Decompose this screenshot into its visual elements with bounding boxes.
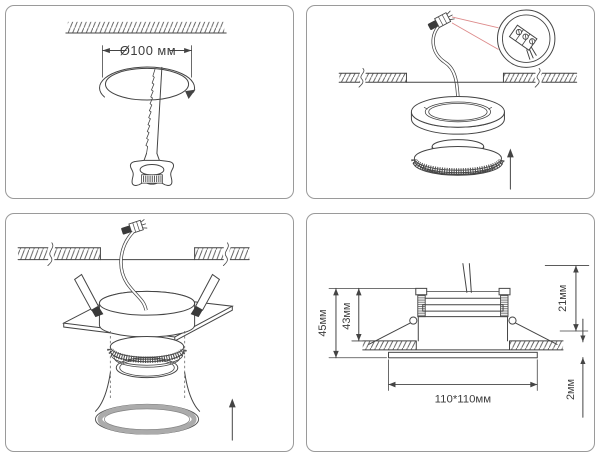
dimension-2mm: 2мм — [565, 318, 586, 418]
mounting-ring — [410, 96, 505, 135]
cutout-size-label: 110*110мм — [435, 393, 492, 405]
supply-wire — [431, 21, 460, 98]
break-mark-right — [534, 67, 541, 88]
step3-illustration — [17, 219, 250, 441]
rotate-arrow-icon — [99, 66, 196, 100]
dimension-45mm: 45мм — [317, 287, 387, 359]
spring-clip-left — [73, 273, 104, 318]
threaded-post-left — [417, 294, 426, 318]
hole-diameter-label: Ø100 мм — [120, 43, 176, 58]
panel-step-3-insert-body — [5, 213, 294, 452]
supply-wire — [462, 263, 472, 293]
driver-box — [98, 290, 196, 338]
lamp-body — [94, 331, 201, 435]
up-arrow-icon — [507, 148, 514, 190]
hole-ellipse — [104, 67, 190, 101]
terminal-block-icon — [121, 219, 148, 235]
threaded-post-right — [500, 294, 509, 318]
dimension-110x110: 110*110мм — [388, 359, 538, 405]
break-mark-right — [222, 242, 229, 266]
step1-illustration: Ø100 мм — [65, 21, 227, 186]
trim-thickness-label: 2мм — [565, 379, 577, 400]
zoom-leader-lines — [451, 16, 499, 50]
dimension-21mm: 21мм — [544, 265, 590, 332]
recess-depth-label: 43мм — [341, 303, 353, 330]
supply-wire — [119, 230, 148, 311]
break-mark-left — [358, 67, 365, 88]
trim-ring — [97, 404, 197, 435]
panel-step-2-wiring — [306, 5, 595, 199]
trim-plate — [388, 351, 538, 359]
lamp-body — [411, 139, 505, 176]
spring-clip-right — [190, 273, 221, 318]
ceiling-section — [362, 340, 564, 351]
clip-pivot-right — [508, 316, 517, 325]
zoom-detail-circle — [497, 9, 556, 68]
break-mark-left — [47, 242, 54, 266]
ceiling-hatch — [65, 21, 227, 34]
step4-dimension-drawing: 45мм 43мм 21мм — [317, 263, 590, 418]
terminal-detail — [508, 24, 538, 60]
ceiling-section — [17, 241, 250, 268]
drywall-saw-icon — [129, 66, 175, 186]
fixture-cross-section — [328, 287, 558, 345]
dimension-43mm: 43мм — [341, 287, 364, 342]
panel-step-1-cut-hole: Ø100 мм — [5, 5, 294, 199]
up-arrow-icon — [228, 398, 236, 441]
ceiling-section — [338, 66, 578, 89]
panel-step-4-dimensions: 45мм 43мм 21мм — [306, 213, 595, 452]
above-ceiling-label: 21мм — [557, 285, 569, 312]
terminal-block-icon — [427, 10, 455, 30]
height-total-label: 45мм — [317, 310, 329, 337]
clip-pivot-left — [409, 316, 418, 325]
diameter-dimension: Ø100 мм — [101, 43, 193, 78]
step2-illustration — [338, 9, 578, 190]
